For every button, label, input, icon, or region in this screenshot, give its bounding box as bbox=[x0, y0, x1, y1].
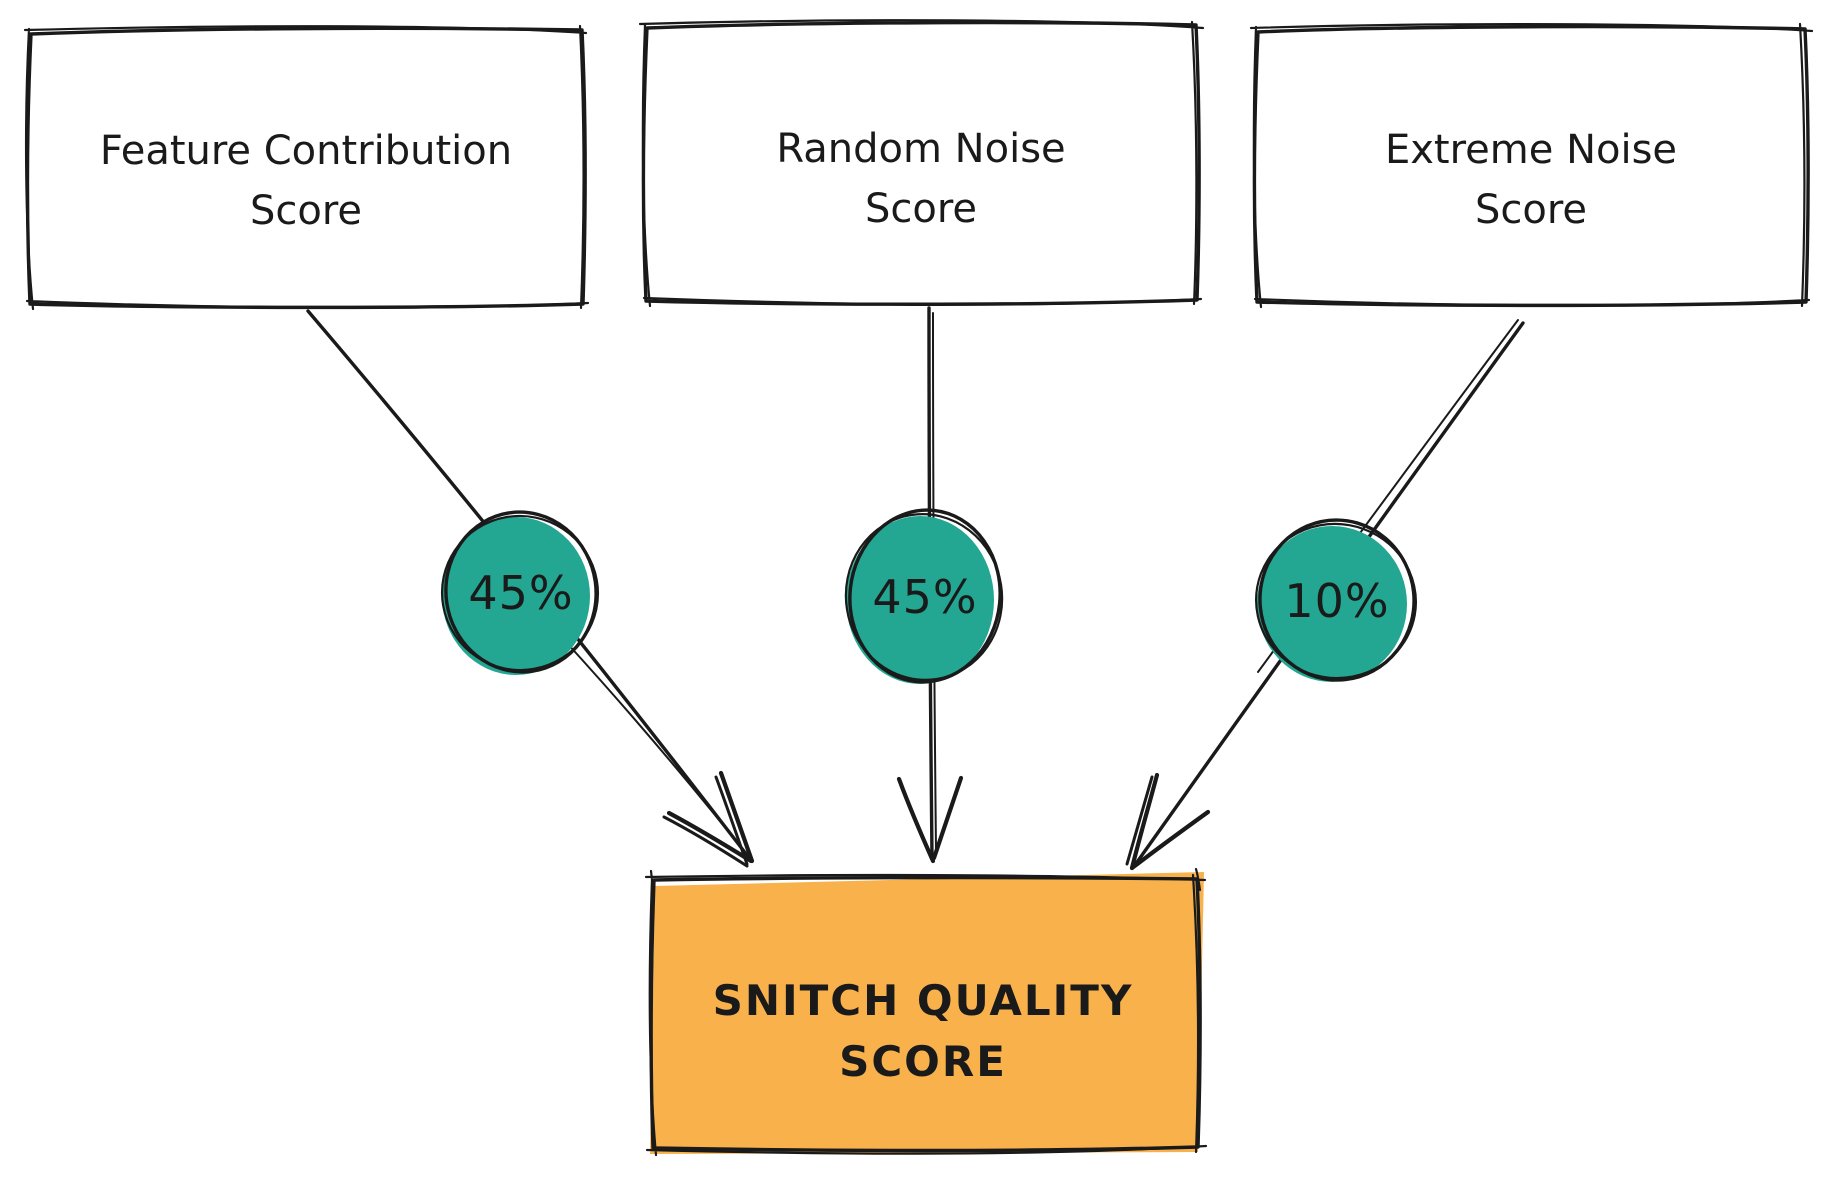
arrowhead-barb bbox=[1129, 809, 1211, 871]
weight-circle-outline-overdraw bbox=[844, 513, 1004, 681]
arrowhead-barb bbox=[931, 775, 964, 861]
box-outline-overdraw bbox=[638, 19, 1205, 308]
arrowhead-barb-overdraw bbox=[1125, 775, 1154, 866]
node-box-feature-contribution bbox=[23, 24, 590, 311]
box-outline bbox=[641, 20, 1201, 306]
arrow-shaft-overdraw bbox=[565, 641, 753, 862]
box-outline bbox=[25, 26, 587, 310]
weight-circle-outline-overdraw bbox=[1254, 522, 1418, 680]
weight-circle-fill bbox=[1257, 526, 1407, 682]
arrowhead-barb bbox=[718, 770, 755, 864]
weight-circle-outline-overdraw bbox=[440, 514, 600, 672]
node-box-random-noise bbox=[638, 19, 1205, 308]
arrowhead-barb-overdraw bbox=[662, 815, 749, 868]
weight-circle-random-noise bbox=[844, 508, 1004, 684]
weight-circle-outline bbox=[848, 508, 1002, 684]
result-box-outline-overdraw bbox=[644, 867, 1208, 1157]
weight-circle-extreme-noise bbox=[1254, 518, 1418, 682]
weight-circle-outline bbox=[444, 510, 598, 674]
weight-circle-feature-contribution bbox=[440, 510, 600, 675]
weight-circle-outline bbox=[1258, 518, 1416, 682]
weight-circle-fill bbox=[846, 516, 994, 684]
box-outline bbox=[1252, 24, 1810, 308]
arrowhead-barb-overdraw bbox=[714, 775, 749, 866]
arrowhead-barb bbox=[896, 776, 936, 864]
node-box-extreme-noise bbox=[1249, 22, 1814, 309]
arrowhead-barb bbox=[666, 810, 754, 864]
arrowhead-barb bbox=[1129, 772, 1160, 871]
weight-circle-fill bbox=[442, 517, 590, 675]
box-outline-overdraw bbox=[23, 24, 590, 311]
box-outline-overdraw bbox=[1249, 22, 1814, 309]
result-box-fill bbox=[650, 872, 1204, 1154]
node-box-snitch-quality bbox=[644, 867, 1208, 1157]
